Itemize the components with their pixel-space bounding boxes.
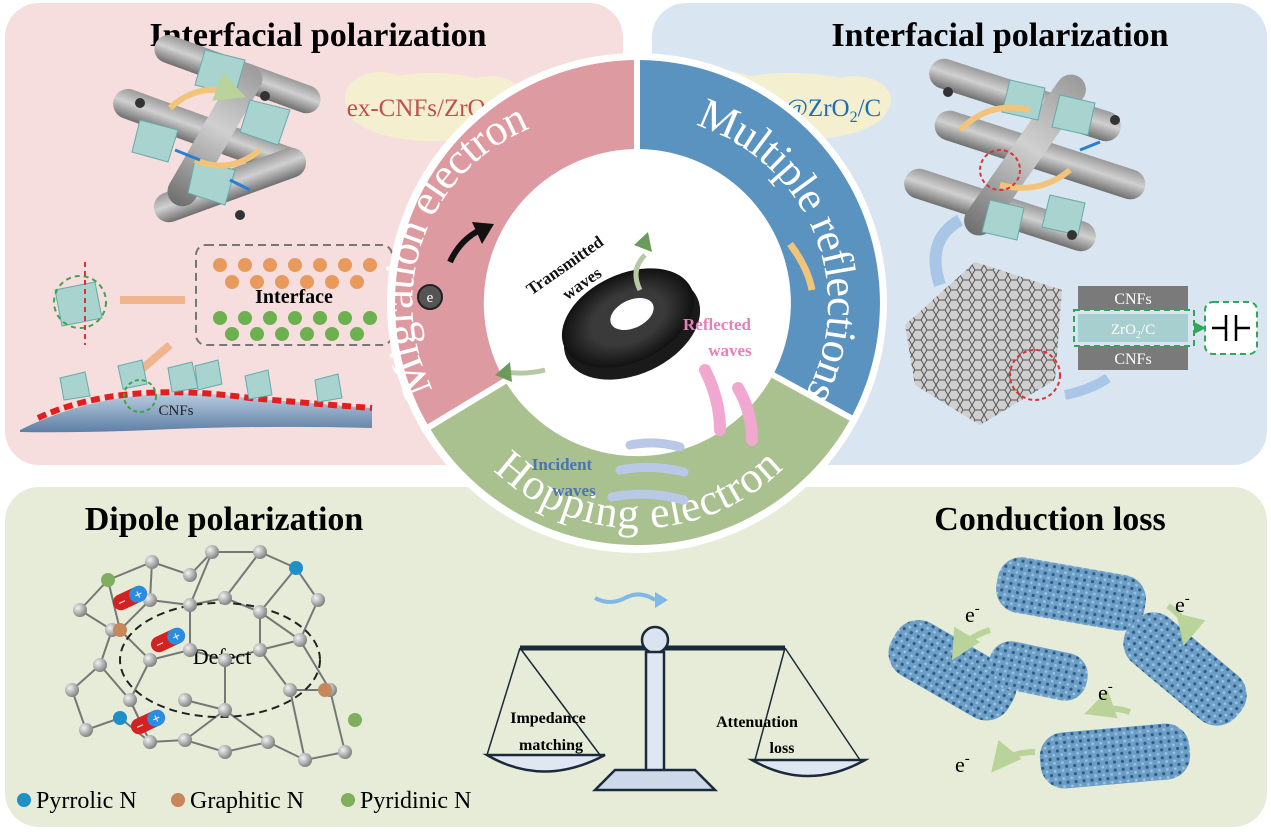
- layer-arrow: [1194, 322, 1206, 334]
- balance-scale: [482, 625, 870, 792]
- layer-bottom-label: CNFs: [1114, 351, 1151, 368]
- positive-charges: [213, 258, 377, 289]
- ring-divider-right: [771, 372, 853, 421]
- lattice-atoms: [65, 545, 362, 767]
- svg-text:e: e: [427, 290, 434, 306]
- legend-dot-graphitic: [171, 793, 185, 807]
- conductive-fibers: [888, 557, 1247, 789]
- electron-label-2: e-: [1175, 591, 1190, 617]
- negative-charges: [213, 311, 377, 341]
- bottom-left-title: Dipole polarization: [85, 501, 364, 538]
- arrow-to-octahedron: [929, 214, 964, 287]
- balance-right-label-2: loss: [770, 740, 795, 757]
- legend-dot-pyrrolic: [17, 793, 31, 807]
- electron-icon: e: [417, 284, 443, 310]
- layer-mid-label: ZrO2/C: [1111, 322, 1155, 341]
- reflected-label-1: Reflected: [683, 315, 752, 334]
- transmitted-wave-up: [633, 253, 647, 292]
- reflected-label-2: waves: [708, 341, 752, 360]
- rod-network: [113, 35, 321, 223]
- legend-label-pyrrolic: Pyrrolic N: [36, 788, 137, 814]
- panel-bottom: [5, 487, 1267, 827]
- hopping-wave-arrow: [594, 592, 657, 604]
- transmitted-arrow-up: [634, 232, 652, 252]
- ring-segment-migration: [394, 60, 637, 427]
- electron-label-3: e-: [1098, 679, 1113, 705]
- zro2-particle-detail: [53, 262, 107, 345]
- migration-arrow-head: [472, 222, 494, 244]
- ring-divider-left: [427, 378, 507, 430]
- absorber-ring-icon: [561, 268, 701, 380]
- reflection-arrow: [787, 241, 816, 291]
- incident-waves: [607, 438, 689, 505]
- incident-label-1: Incident: [532, 455, 593, 474]
- legend-dot-pyridinic: [341, 793, 355, 807]
- electron-flow-arrows: [951, 603, 1206, 773]
- electron-label-1: e-: [965, 601, 980, 627]
- reflected-wave-2: [732, 382, 758, 446]
- porous-octahedron: [905, 262, 1062, 425]
- bottom-right-title: Conduction loss: [934, 501, 1165, 538]
- top-right-title: Interfacial polarization: [831, 17, 1168, 54]
- electron-label-4: e-: [955, 751, 970, 777]
- legend-label-pyridinic: Pyridinic N: [360, 788, 471, 814]
- nitrogen-legend: Pyrrolic N Graphitic N Pyridinic N: [17, 788, 471, 814]
- defect-region: [119, 602, 321, 718]
- interface-label: Interface: [255, 286, 333, 308]
- balance-left-label-2: matching: [519, 737, 583, 754]
- reflected-wave-1: [699, 364, 726, 436]
- rod-network-right: [904, 58, 1146, 252]
- legend-label-graphitic: Graphitic N: [190, 788, 304, 814]
- balance-left-label-1: Impedance: [510, 710, 586, 727]
- layer-stack: [1073, 286, 1195, 370]
- capacitor-icon: [1204, 301, 1258, 355]
- cnf-surface: [20, 359, 373, 433]
- incident-label-2: waves: [552, 481, 596, 500]
- balance-right-label-1: Attenuation: [716, 714, 798, 731]
- layer-top-label: CNFs: [1114, 291, 1151, 308]
- hopping-arrow-head: [655, 592, 668, 608]
- cnfs-label: CNFs: [158, 403, 193, 419]
- transmitted-arrow-left: [495, 362, 512, 382]
- ring-segment-reflections: [637, 60, 880, 418]
- dipole-icons: −+ −+ −+: [112, 585, 186, 736]
- arrow-to-layers: [1063, 373, 1111, 400]
